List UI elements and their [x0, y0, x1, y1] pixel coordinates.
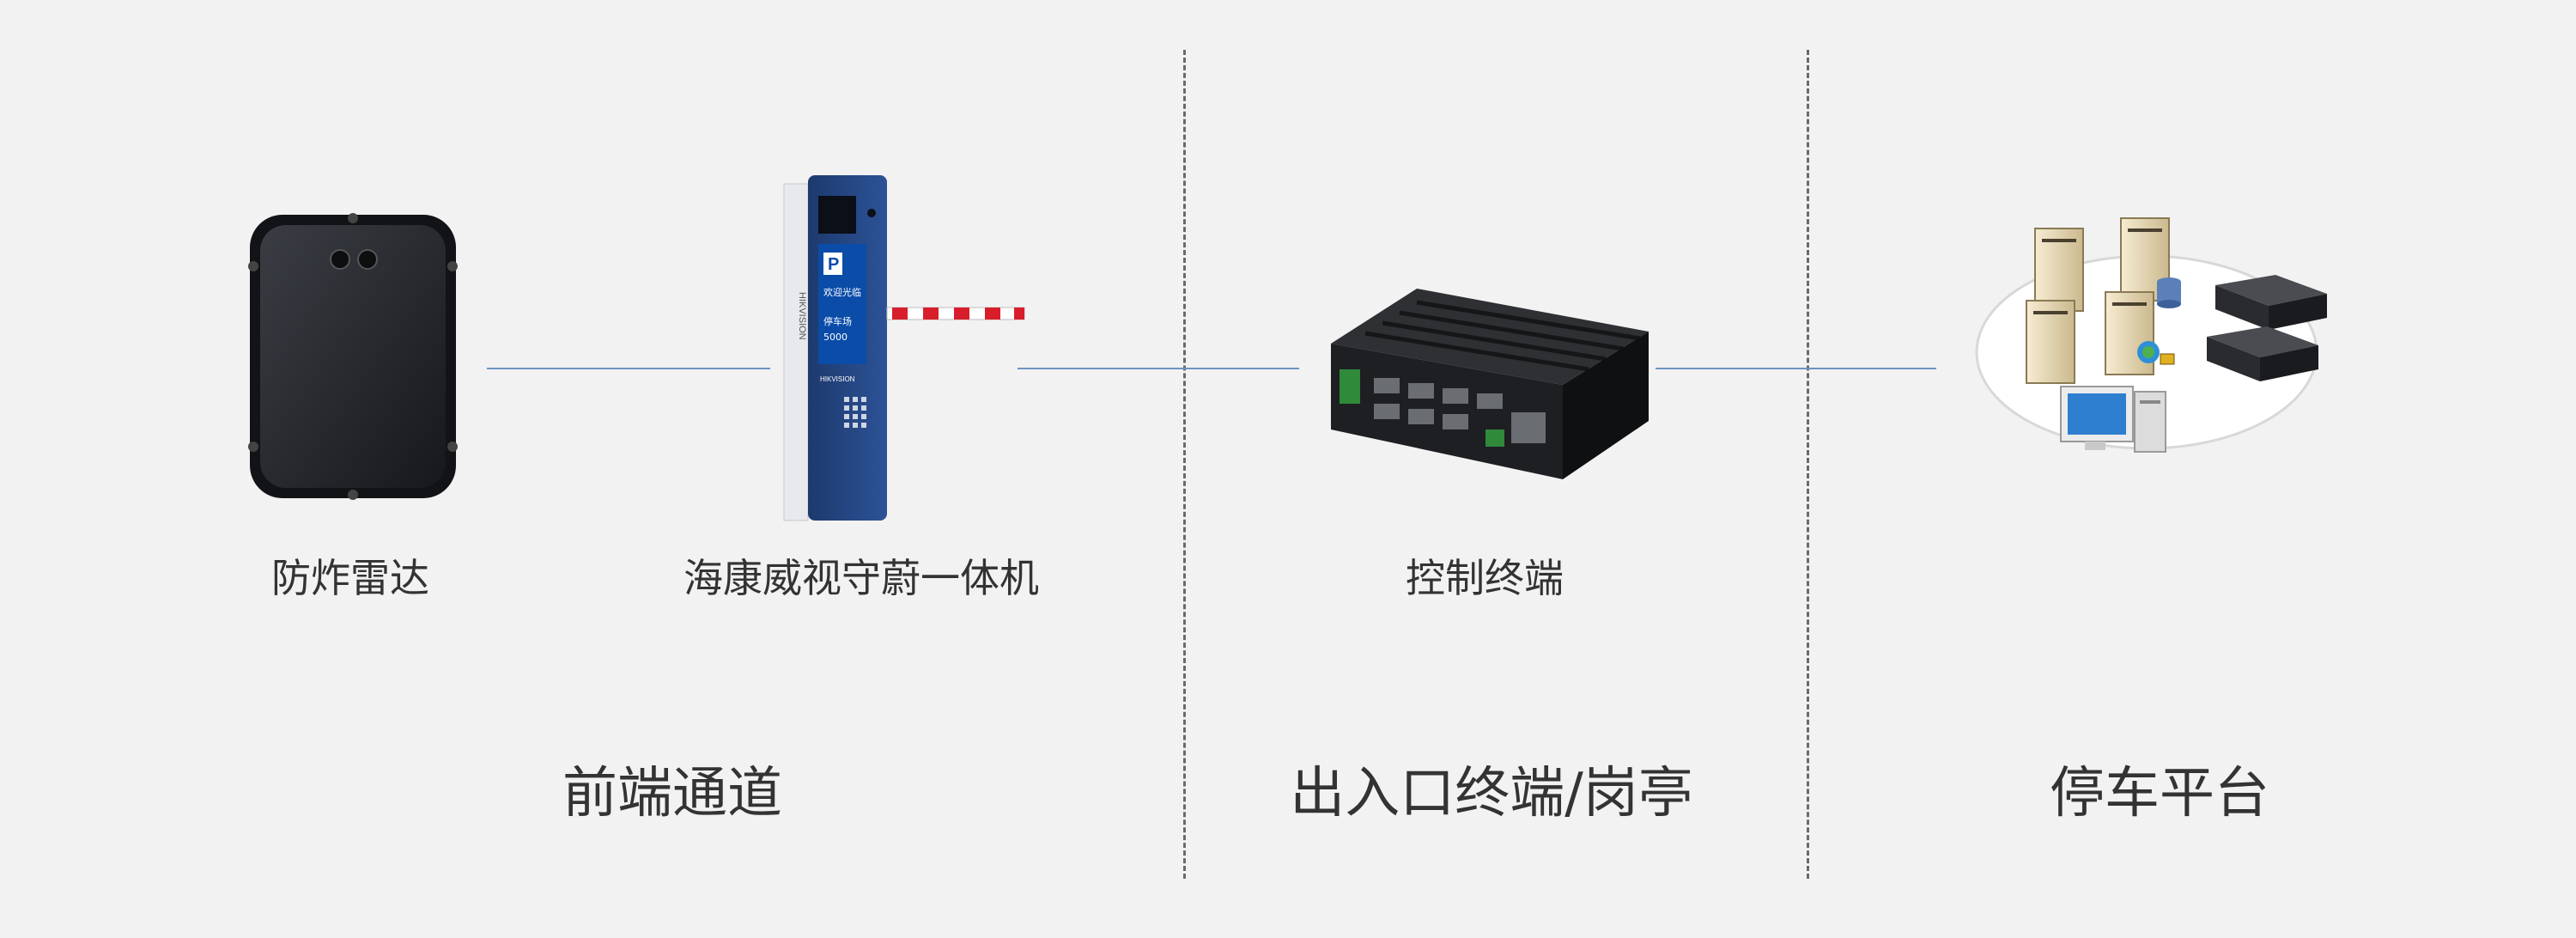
divider-right [1807, 50, 1809, 879]
section-front-channel: 前端通道 [562, 762, 782, 825]
kiosk-screen-icon: P [828, 255, 839, 274]
kiosk-screen-number: 5000 [823, 332, 848, 343]
kiosk-device-icon: P 欢迎光临 停车场 5000 HIKVISION HIKVISION [777, 172, 1026, 524]
connector-kiosk-controller [1018, 368, 1299, 369]
connector-radar-kiosk [487, 368, 770, 369]
connector-controller-platform [1656, 368, 1936, 369]
controller-label: 控制终端 [1406, 555, 1564, 601]
radar-device-icon [245, 206, 461, 507]
radar-label: 防炸雷达 [271, 555, 429, 601]
kiosk-screen-line2: 停车场 [823, 315, 852, 327]
platform-servers-icon [1966, 198, 2344, 481]
kiosk-screen-line1: 欢迎光临 [823, 286, 861, 298]
section-exit-terminal: 出入口终端/岗亭 [1290, 762, 1693, 825]
kiosk-label: 海康威视守蔚一体机 [683, 555, 1039, 601]
divider-left [1183, 50, 1186, 879]
kiosk-brand-front: HIKVISION [820, 375, 855, 383]
section-parking-platform: 停车平台 [2050, 762, 2269, 825]
controller-device-icon [1314, 283, 1649, 481]
kiosk-brand-side: HIKVISION [797, 292, 807, 340]
